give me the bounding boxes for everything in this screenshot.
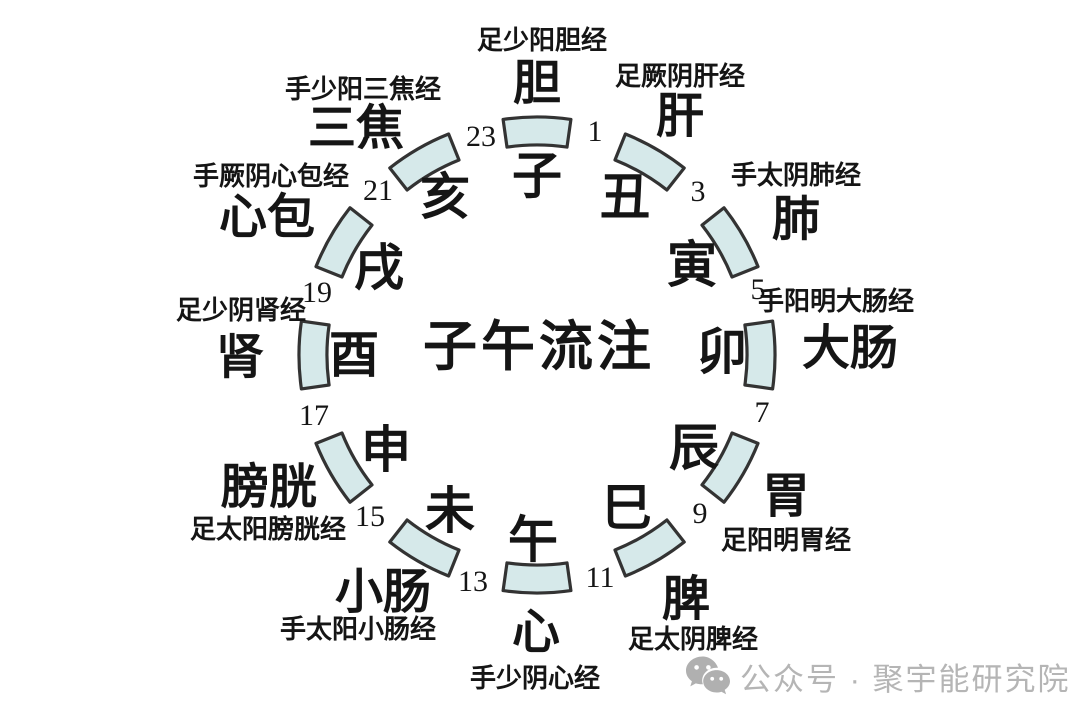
hour-label-4: 9 [692, 497, 708, 530]
clock-arc-segment-11 [388, 132, 461, 192]
meridian-label-8: 足太阳膀胱经 [189, 515, 347, 544]
meridian-label-2: 手太阴肺经 [730, 161, 862, 190]
meridian-label-9: 足少阴肾经 [175, 296, 307, 325]
branch-label-2: 寅 [667, 237, 717, 293]
organ-label-2: 肺 [771, 193, 821, 246]
hour-label-3: 7 [754, 396, 770, 429]
organ-label-6: 心 [511, 606, 561, 659]
branch-label-8: 申 [361, 422, 411, 478]
watermark-text: 公众号 · 聚宇能研究院 [740, 662, 1071, 697]
organ-label-9: 肾 [215, 331, 265, 384]
organ-label-3: 大肠 [801, 322, 899, 375]
organ-label-7: 小肠 [334, 566, 432, 619]
meridian-label-6: 手少阴心经 [469, 664, 601, 693]
meridian-label-0: 足少阳胆经 [476, 26, 608, 55]
organ-label-10: 心包 [218, 191, 316, 244]
organ-label-4: 胃 [761, 470, 811, 523]
clock-arc-segment-6 [501, 561, 573, 595]
meridian-label-11: 手少阳三焦经 [284, 75, 442, 104]
branch-label-4: 辰 [669, 420, 719, 476]
hour-label-9: 19 [302, 276, 332, 309]
clock-arc-segment-2 [700, 206, 760, 279]
clock-arc-segment-10 [314, 206, 374, 279]
meridian-label-10: 手厥阴心包经 [192, 162, 350, 191]
hour-label-8: 17 [299, 399, 329, 432]
hour-label-0: 1 [587, 115, 603, 148]
branch-label-5: 巳 [602, 480, 652, 536]
branch-label-10: 戌 [354, 240, 404, 296]
hour-label-5: 11 [585, 561, 615, 594]
branch-label-0: 子 [512, 148, 562, 204]
hour-label-1: 3 [690, 175, 706, 208]
meridian-label-4: 足阳明胃经 [720, 526, 852, 555]
watermark: 公众号 · 聚宇能研究院 [684, 654, 1071, 699]
organ-label-5: 脾 [661, 573, 711, 626]
clock-arc-segment-7 [388, 518, 461, 578]
hour-label-10: 21 [363, 174, 393, 207]
branch-label-7: 未 [425, 483, 475, 539]
clock-arc-segment-9 [297, 319, 331, 391]
clock-arc-segment-8 [314, 431, 374, 504]
clock-arc-segment-3 [743, 319, 777, 391]
clock-arc-segment-5 [613, 518, 686, 578]
meridian-label-7: 手太阳小肠经 [279, 615, 437, 644]
hour-label-7: 15 [355, 500, 385, 533]
branch-label-1: 丑 [600, 169, 650, 225]
organ-label-8: 膀胱 [220, 461, 318, 514]
diagram-title: 子午流注 [423, 317, 655, 377]
meridian-label-3: 手阳明大肠经 [757, 287, 915, 316]
organ-label-1: 肝 [655, 90, 705, 143]
organ-label-0: 胆 [512, 57, 562, 110]
branch-label-9: 酉 [329, 327, 379, 383]
organ-label-11: 三焦 [307, 102, 405, 155]
wechat-icon [684, 655, 732, 699]
meridian-label-1: 足厥阴肝经 [614, 62, 746, 91]
clock-arc-segment-0 [501, 115, 573, 149]
clock-arc-segment-1 [613, 132, 686, 192]
hour-label-6: 13 [458, 565, 488, 598]
branch-label-3: 卯 [697, 324, 747, 380]
hour-label-11: 23 [466, 120, 496, 153]
branch-label-6: 午 [508, 512, 558, 568]
hour-label-2: 5 [750, 273, 766, 306]
branch-label-11: 亥 [420, 169, 470, 225]
meridian-label-5: 足太阴脾经 [627, 625, 759, 654]
clock-arc-segment-4 [700, 431, 760, 504]
